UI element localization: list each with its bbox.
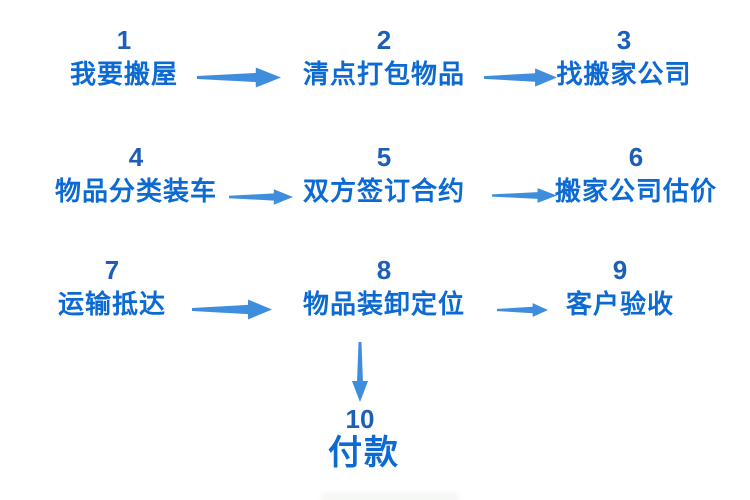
arrow-right-icon [229,189,293,205]
step-3-label: 找搬家公司 [556,59,692,89]
bottom-edge-smudge [320,492,460,500]
arrow-right-icon [197,67,281,88]
step-7: 7 运输抵达 [58,257,166,317]
step-6: 6 搬家公司估价 [555,144,717,204]
step-9-label: 客户验收 [565,289,675,319]
step-2-label: 清点打包物品 [302,59,466,89]
step-8-label: 物品装卸定位 [302,289,466,319]
step-4: 4 物品分类装车 [55,144,217,204]
step-9-number: 9 [612,255,628,285]
step-9: 9 客户验收 [566,257,674,317]
step-8-number: 8 [376,255,392,285]
step-3: 3 找搬家公司 [556,27,691,87]
step-5-number: 5 [376,142,392,172]
arrow-right-icon [497,303,548,317]
step-1: 1 我要搬屋 [70,27,178,87]
step-7-label: 运输抵达 [57,289,167,319]
arrow-right-icon [492,188,557,203]
step-6-label: 搬家公司估价 [554,176,718,206]
arrow-down-icon [351,342,369,402]
step-10-label: 付款 [328,434,400,472]
step-8: 8 物品装卸定位 [303,257,465,317]
arrow-right-icon [484,68,557,87]
step-10-number: 10 [345,404,375,434]
step-4-number: 4 [128,142,144,172]
step-6-number: 6 [628,142,644,172]
step-5-label: 双方签订合约 [302,176,466,206]
step-2-number: 2 [376,25,392,55]
step-1-label: 我要搬屋 [69,59,179,89]
step-1-number: 1 [116,25,132,55]
step-7-number: 7 [104,255,120,285]
step-4-label: 物品分类装车 [54,176,218,206]
step-3-number: 3 [616,25,632,55]
arrow-right-icon [192,299,272,320]
step-2: 2 清点打包物品 [303,27,465,87]
step-5: 5 双方签订合约 [303,144,465,204]
